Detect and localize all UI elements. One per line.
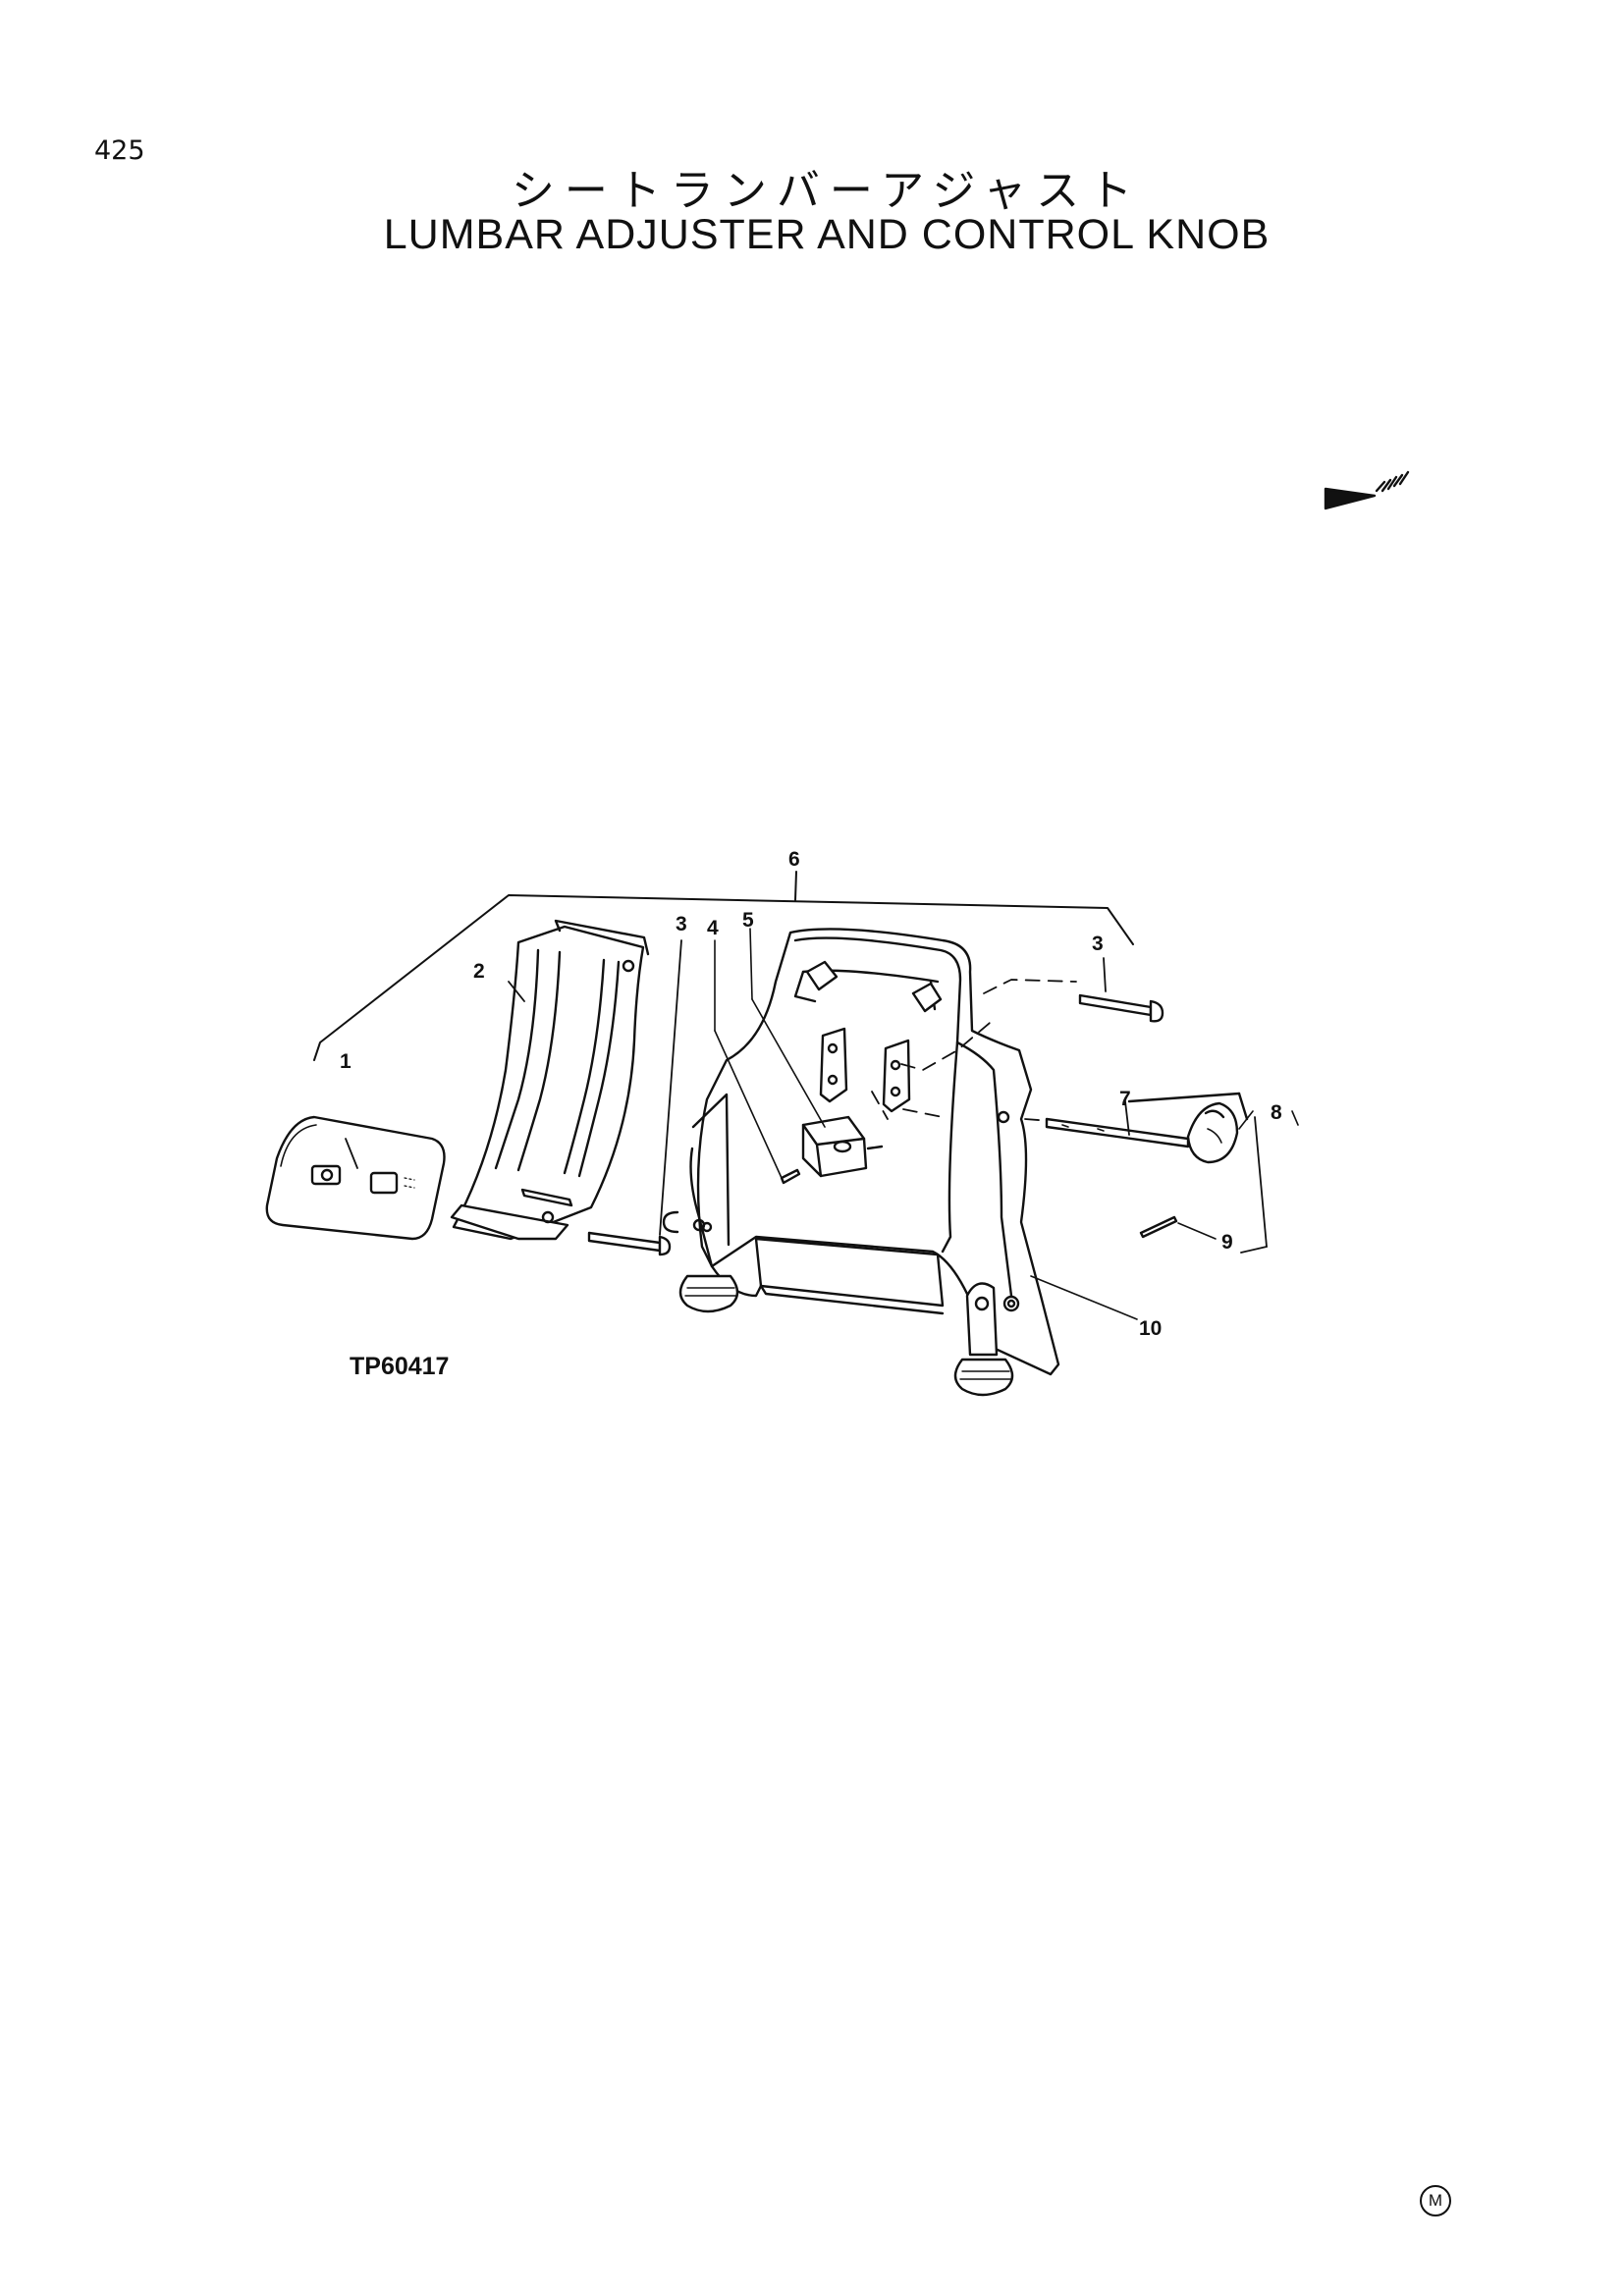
- title-english: LUMBAR ADJUSTER AND CONTROL KNOB: [383, 211, 1271, 258]
- part-5-nut-block: [801, 1115, 884, 1178]
- callout-9: 9: [1221, 1231, 1233, 1254]
- callout-3-lower: 3: [676, 913, 687, 935]
- part-4-pin: [780, 1168, 801, 1185]
- callout-2: 2: [473, 960, 485, 983]
- frame-brackets: [819, 1027, 911, 1113]
- part-3-bolt-lower: [587, 939, 682, 1256]
- part-3-bolt-upper: [1078, 957, 1164, 1023]
- callout-4: 4: [707, 917, 719, 939]
- callout-1: 1: [340, 1050, 352, 1073]
- part-2-flex-plate: [450, 919, 650, 1241]
- part-7-control-shaft: [1045, 1092, 1249, 1164]
- alignment-dashes: [871, 979, 1077, 1122]
- callout-6: 6: [788, 848, 800, 871]
- assembly-bracket-6: [313, 871, 1134, 1061]
- part-1-switch-cover: [265, 1115, 446, 1241]
- corner-mark: M: [1420, 2185, 1451, 2216]
- callout-7: 7: [1119, 1088, 1131, 1110]
- callout-8: 8: [1271, 1101, 1282, 1124]
- front-arrow-icon: [1324, 470, 1410, 510]
- part-9-pin: [1139, 1215, 1217, 1240]
- page-number: 425: [94, 135, 145, 166]
- callout-10: 10: [1139, 1317, 1162, 1340]
- callout-5: 5: [742, 909, 754, 932]
- callout-3-upper: 3: [1092, 933, 1104, 955]
- title-japanese: シートランバーアジャスト: [511, 166, 1143, 216]
- figure-code: TP60417: [350, 1353, 450, 1380]
